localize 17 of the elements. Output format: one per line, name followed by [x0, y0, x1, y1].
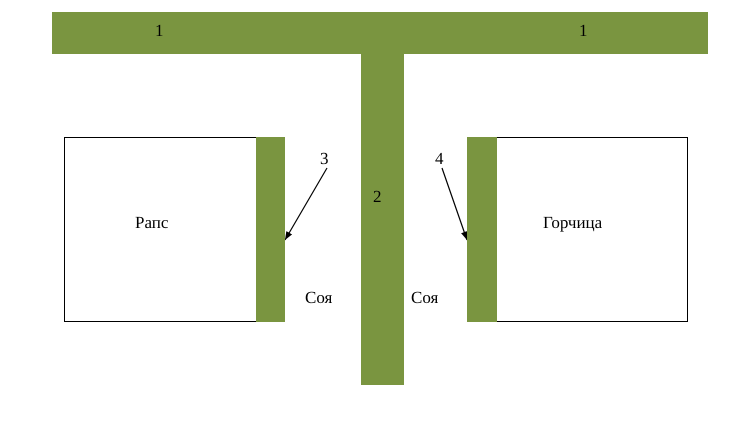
- horizontal-bar: [52, 12, 708, 54]
- node-label: Горчица: [543, 214, 602, 231]
- leader-line: [441, 168, 468, 240]
- strip-bar: [256, 137, 285, 322]
- plot-box: [64, 137, 285, 322]
- node-label: 1: [155, 22, 164, 39]
- callout-number: 4: [435, 150, 444, 167]
- crop-label: Соя: [411, 289, 438, 306]
- crop-label: Соя: [305, 289, 332, 306]
- callout-number: 3: [320, 150, 328, 167]
- plot-box: [467, 137, 688, 322]
- strip-bar: [467, 137, 497, 322]
- vertical-bar: [361, 54, 404, 385]
- node-label: 2: [373, 188, 382, 205]
- node-label: Рапс: [135, 214, 168, 231]
- leader-line: [284, 168, 328, 240]
- node-label: 1: [579, 22, 588, 39]
